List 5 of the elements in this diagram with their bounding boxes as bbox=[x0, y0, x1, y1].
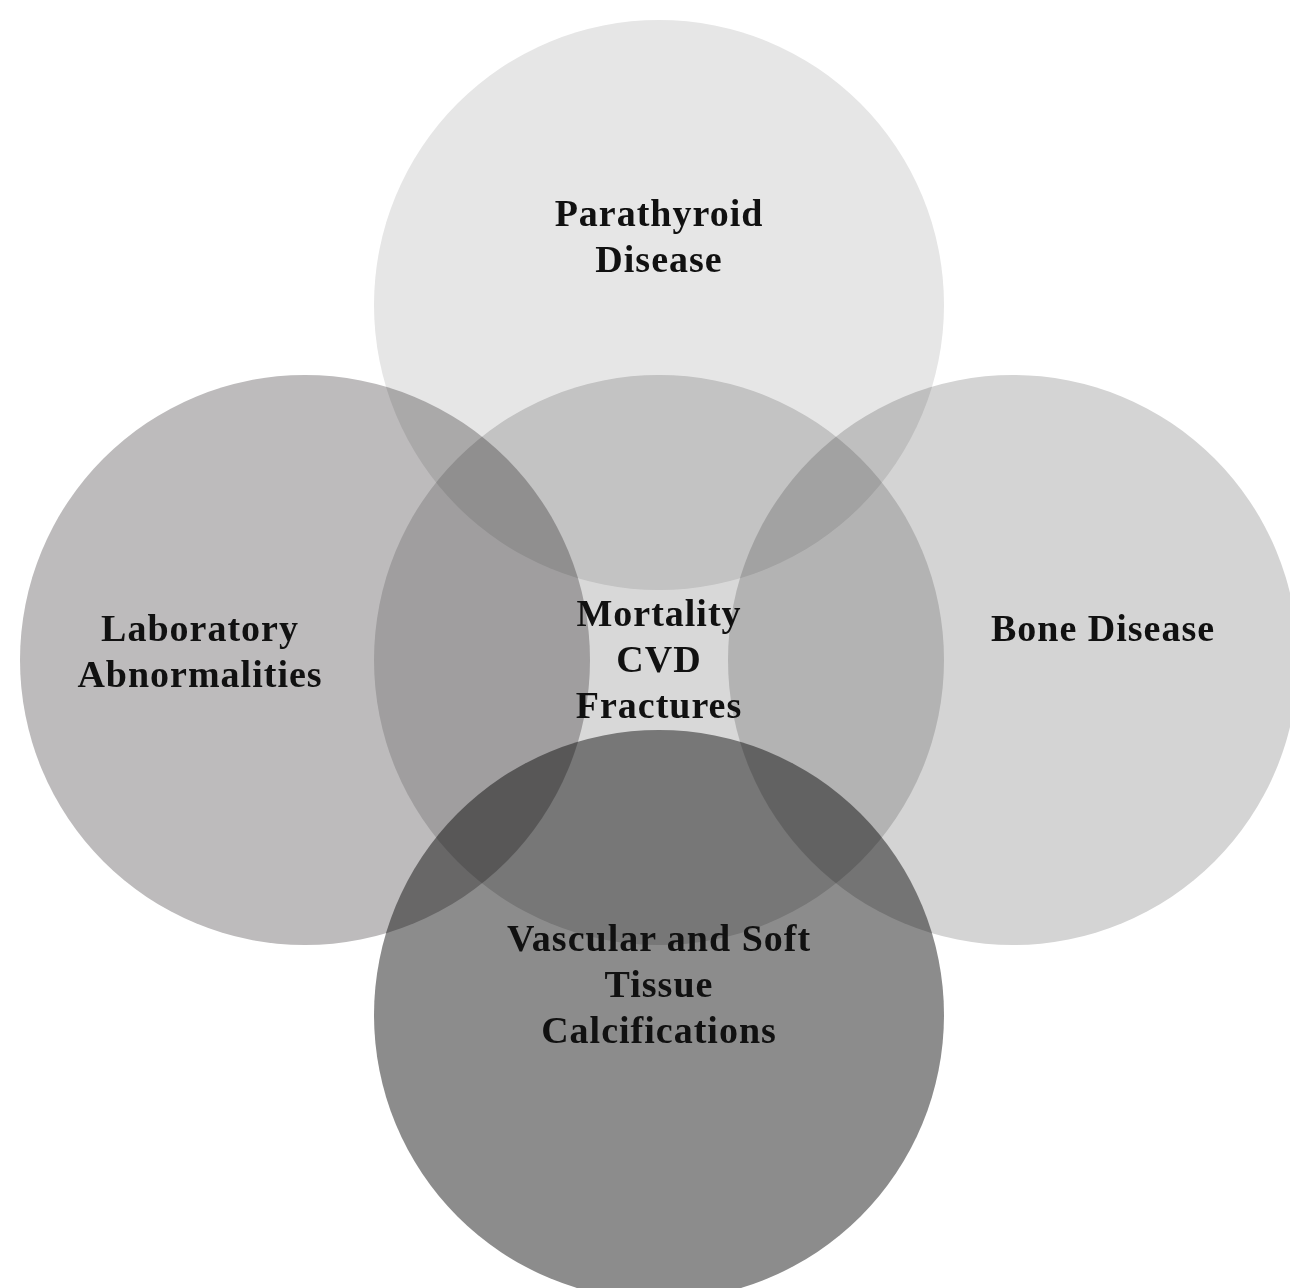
circle-label: Vascular and Soft Tissue Calcifications bbox=[505, 916, 813, 1053]
circle-label: Mortality CVD Fractures bbox=[574, 591, 744, 728]
circle-label: Bone Disease bbox=[989, 606, 1217, 651]
circle-label: Laboratory Abnormalities bbox=[76, 606, 324, 697]
circle-label: Parathyroid Disease bbox=[553, 191, 765, 282]
